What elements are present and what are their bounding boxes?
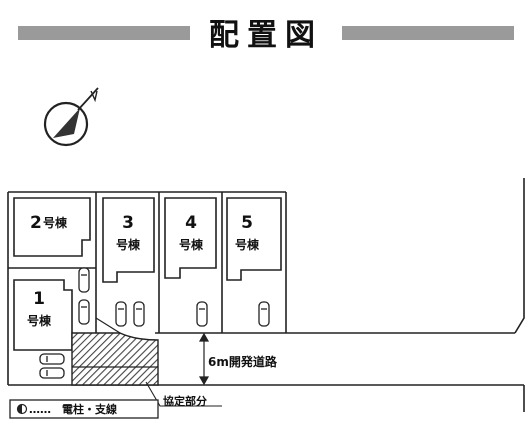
car-icon (196, 301, 208, 327)
agreement-leader (145, 381, 222, 407)
site-lines (7, 178, 525, 412)
building-2-number: 2 (30, 213, 42, 233)
utility-pole-icon (16, 403, 28, 415)
building-3-suffix: 号棟 (116, 237, 141, 252)
building-1-suffix: 号棟 (27, 313, 52, 328)
title-bar-right (342, 26, 514, 40)
compass-north-icon (43, 87, 99, 147)
footprint-1 (13, 279, 73, 351)
legend: …… 電柱・支線 (9, 399, 159, 419)
footprint-2 (13, 197, 91, 257)
building-4-number: 4 (185, 213, 197, 233)
page-title: 配置図 (209, 18, 323, 53)
building-1-number: 1 (33, 289, 45, 309)
building-4-suffix: 号棟 (179, 237, 204, 252)
footprint-5 (226, 197, 282, 281)
building-footprints (13, 197, 282, 351)
agreement-label: 協定部分 (163, 394, 207, 408)
building-labels: 2 号棟 3 号棟 4 号棟 5 号棟 1 号棟 (27, 213, 260, 328)
footprint-4 (164, 197, 217, 279)
page-title-group: 配置図 (18, 18, 514, 53)
car-icon (78, 267, 90, 293)
building-2-suffix: 号棟 (43, 215, 68, 230)
building-3-number: 3 (122, 213, 134, 233)
legend-dots: …… (29, 403, 51, 416)
building-5-suffix: 号棟 (235, 237, 260, 252)
agreement-area (71, 332, 159, 386)
car-icon (133, 301, 145, 327)
car-icon (78, 299, 90, 325)
legend-box (9, 399, 159, 419)
car-icon (39, 353, 65, 365)
car-icon (258, 301, 270, 327)
road-dimension (198, 332, 210, 386)
footprint-3 (102, 197, 155, 283)
parking-cars (39, 267, 270, 379)
car-icon (39, 367, 65, 379)
legend-text: 電柱・支線 (62, 402, 117, 416)
road-label: 6m開発道路 (208, 354, 278, 369)
title-bar-left (18, 26, 190, 40)
car-icon (115, 301, 127, 327)
building-5-number: 5 (241, 213, 253, 233)
